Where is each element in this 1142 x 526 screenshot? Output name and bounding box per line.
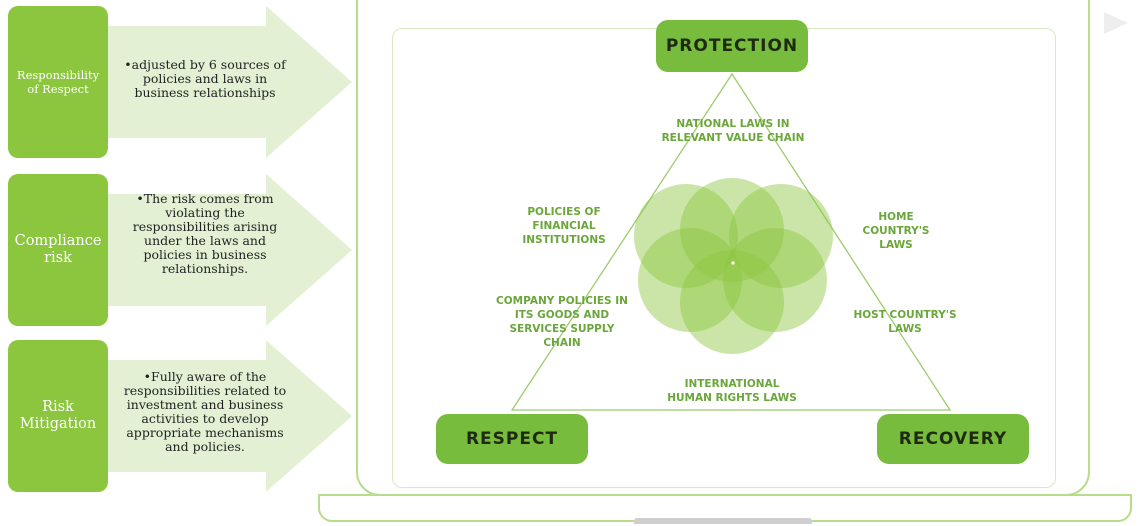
row-label: Compliance risk xyxy=(14,233,102,266)
law-host: HOST COUNTRY'S LAWS xyxy=(853,309,957,335)
flower-center xyxy=(731,261,735,265)
respect-box: RESPECT xyxy=(436,414,588,464)
petal xyxy=(729,184,833,288)
petal xyxy=(634,184,738,288)
laptop-screen xyxy=(356,0,1090,496)
law-financial: POLICIES OF FINANCIAL INSTITUTIONS xyxy=(522,206,606,246)
row-text: •Fully aware of the responsibilities rel… xyxy=(123,369,287,454)
law-international: INTERNATIONAL HUMAN RIGHTS LAWS xyxy=(667,378,797,404)
petal xyxy=(680,250,784,354)
recovery-box: RECOVERY xyxy=(877,414,1029,464)
law-home: HOME COUNTRY'S LAWS xyxy=(862,211,930,251)
label-box: Responsibility of Respect xyxy=(8,6,108,158)
label-box: Risk Mitigation xyxy=(8,340,108,492)
row-text: •The risk comes from violating the respo… xyxy=(132,191,278,276)
row-responsibility: Responsibility of Respect •adjusted by 6… xyxy=(8,6,352,158)
recovery-label: RECOVERY xyxy=(898,429,1008,449)
petal xyxy=(723,228,827,332)
play-triangle-icon xyxy=(1104,12,1128,34)
label-box: Compliance risk xyxy=(8,174,108,326)
arrow-shape xyxy=(108,174,352,326)
respect-label: RESPECT xyxy=(465,429,559,449)
row-compliance: Compliance risk •The risk comes from vio… xyxy=(8,174,352,326)
row-label: Risk Mitigation xyxy=(19,399,97,432)
law-national: NATIONAL LAWS IN RELEVANT VALUE CHAIN xyxy=(661,118,805,144)
row-text: •adjusted by 6 sources of policies and l… xyxy=(124,57,286,100)
arrow-shape xyxy=(108,340,352,492)
row-label: Responsibility of Respect xyxy=(16,68,100,96)
protection-box: PROTECTION xyxy=(656,20,808,72)
petal xyxy=(638,228,742,332)
triangle-outline xyxy=(510,72,952,411)
arrow-shape xyxy=(108,6,352,158)
row-mitigation: Risk Mitigation •Fully aware of the resp… xyxy=(8,340,352,492)
protection-label: PROTECTION xyxy=(665,36,799,56)
petal xyxy=(680,178,784,282)
flower xyxy=(634,178,833,354)
laptop-notch xyxy=(634,518,812,524)
law-company: COMPANY POLICIES IN ITS GOODS AND SERVIC… xyxy=(496,295,628,349)
